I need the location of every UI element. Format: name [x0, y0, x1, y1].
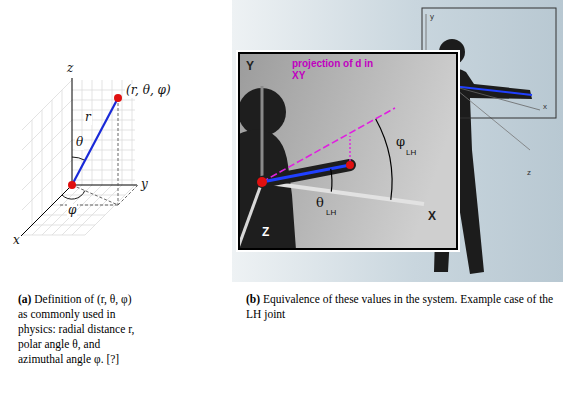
caption-text: Definition of (r, θ, φ) as commonly used… [18, 293, 134, 365]
axis-label: x [543, 102, 547, 111]
axis-label: Y [246, 60, 254, 74]
angle-label: θ [75, 136, 84, 150]
axis-label: x [12, 234, 21, 248]
subscript-label: LH [326, 208, 336, 217]
angle-label: φ [67, 204, 77, 218]
axis-label: z [66, 62, 74, 76]
symbol-label: r [84, 111, 92, 125]
caption-tag: (a) [18, 293, 31, 305]
axis-label: y [430, 12, 434, 21]
caption-tag: (b) [246, 293, 260, 305]
subfigure-caption: (a) Definition of (r, θ, φ) as commonly … [18, 292, 144, 367]
caption-text: Equivalence of these values in the syste… [246, 293, 553, 320]
axis-label: z [527, 168, 531, 177]
axis-label: y [140, 178, 149, 192]
point-label: (r, θ, φ) [125, 84, 172, 98]
projection-label: projection of d in XY [292, 58, 384, 81]
angle-label: θ [316, 196, 324, 211]
axis-label: Z [262, 226, 269, 240]
subfigure-caption: (b) Equivalence of these values in the s… [246, 292, 558, 322]
axis-label: X [428, 210, 436, 224]
angle-label: φ [396, 135, 405, 150]
subscript-label: LH [406, 148, 416, 157]
